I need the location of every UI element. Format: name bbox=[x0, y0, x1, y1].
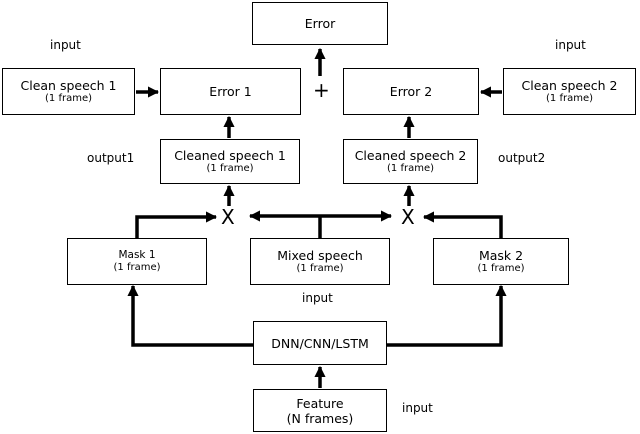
mixed-speech-frames: (1 frame) bbox=[296, 263, 344, 274]
error2-box: Error 2 bbox=[343, 68, 479, 115]
mask-2-title: Mask 2 bbox=[478, 248, 524, 263]
cleaned-speech-1-box: Cleaned speech 1 (1 frame) bbox=[160, 139, 300, 184]
arrow-mask1-to-multiply1 bbox=[135, 211, 218, 238]
mask-2-frames: (1 frame) bbox=[477, 263, 525, 274]
error1-title: Error 1 bbox=[209, 84, 252, 99]
input-label-top-left: input bbox=[50, 38, 81, 52]
cleaned-speech-2-frames: (1 frame) bbox=[387, 163, 434, 174]
plus-operator: + bbox=[313, 78, 330, 102]
mixed-speech-title: Mixed speech bbox=[277, 248, 363, 263]
feature-title: Feature bbox=[296, 395, 344, 411]
output1-label: output1 bbox=[87, 151, 135, 165]
mask-2-box: Mask 2 (1 frame) bbox=[433, 238, 569, 285]
arrow-network-to-mask1 bbox=[127, 284, 253, 347]
clean-speech-2-frames: (1 frame) bbox=[546, 93, 593, 104]
mask-1-title: Mask 1 bbox=[118, 249, 156, 262]
error2-title: Error 2 bbox=[389, 84, 433, 99]
cleaned-speech-2-title: Cleaned speech 2 bbox=[354, 148, 467, 163]
cleaned-speech-1-frames: (1 frame) bbox=[206, 163, 254, 174]
cleaned-speech-2-box: Cleaned speech 2 (1 frame) bbox=[343, 139, 478, 184]
mask-1-frames: (1 frame) bbox=[113, 261, 161, 273]
clean-speech-2-box: Clean speech 2 (1 frame) bbox=[503, 68, 636, 115]
multiply-operator-right: X bbox=[401, 205, 415, 229]
network-title: DNN/CNN/LSTM bbox=[271, 335, 369, 351]
input-label-top-right: input bbox=[555, 38, 586, 52]
clean-speech-1-frames: (1 frame) bbox=[45, 93, 92, 104]
arrow-mask2-to-multiply2 bbox=[422, 211, 503, 238]
mask-1-box: Mask 1 (1 frame) bbox=[67, 238, 207, 285]
input-label-feature: input bbox=[402, 401, 433, 415]
mixed-speech-box: Mixed speech (1 frame) bbox=[250, 238, 390, 285]
input-label-mixed: input bbox=[302, 291, 333, 305]
arrow-network-to-mask2 bbox=[387, 284, 507, 347]
feature-frames: (N frames) bbox=[286, 410, 354, 426]
cleaned-speech-1-title: Cleaned speech 1 bbox=[174, 148, 286, 163]
clean-speech-2-title: Clean speech 2 bbox=[521, 78, 618, 93]
network-box: DNN/CNN/LSTM bbox=[253, 321, 387, 365]
error-title: Error bbox=[304, 16, 336, 31]
error1-box: Error 1 bbox=[160, 68, 301, 115]
output2-label: output2 bbox=[498, 151, 546, 165]
clean-speech-1-title: Clean speech 1 bbox=[20, 78, 117, 93]
multiply-operator-left: X bbox=[221, 205, 235, 229]
error-box: Error bbox=[252, 2, 388, 45]
clean-speech-1-box: Clean speech 1 (1 frame) bbox=[2, 68, 135, 115]
feature-box: Feature (N frames) bbox=[253, 389, 387, 432]
